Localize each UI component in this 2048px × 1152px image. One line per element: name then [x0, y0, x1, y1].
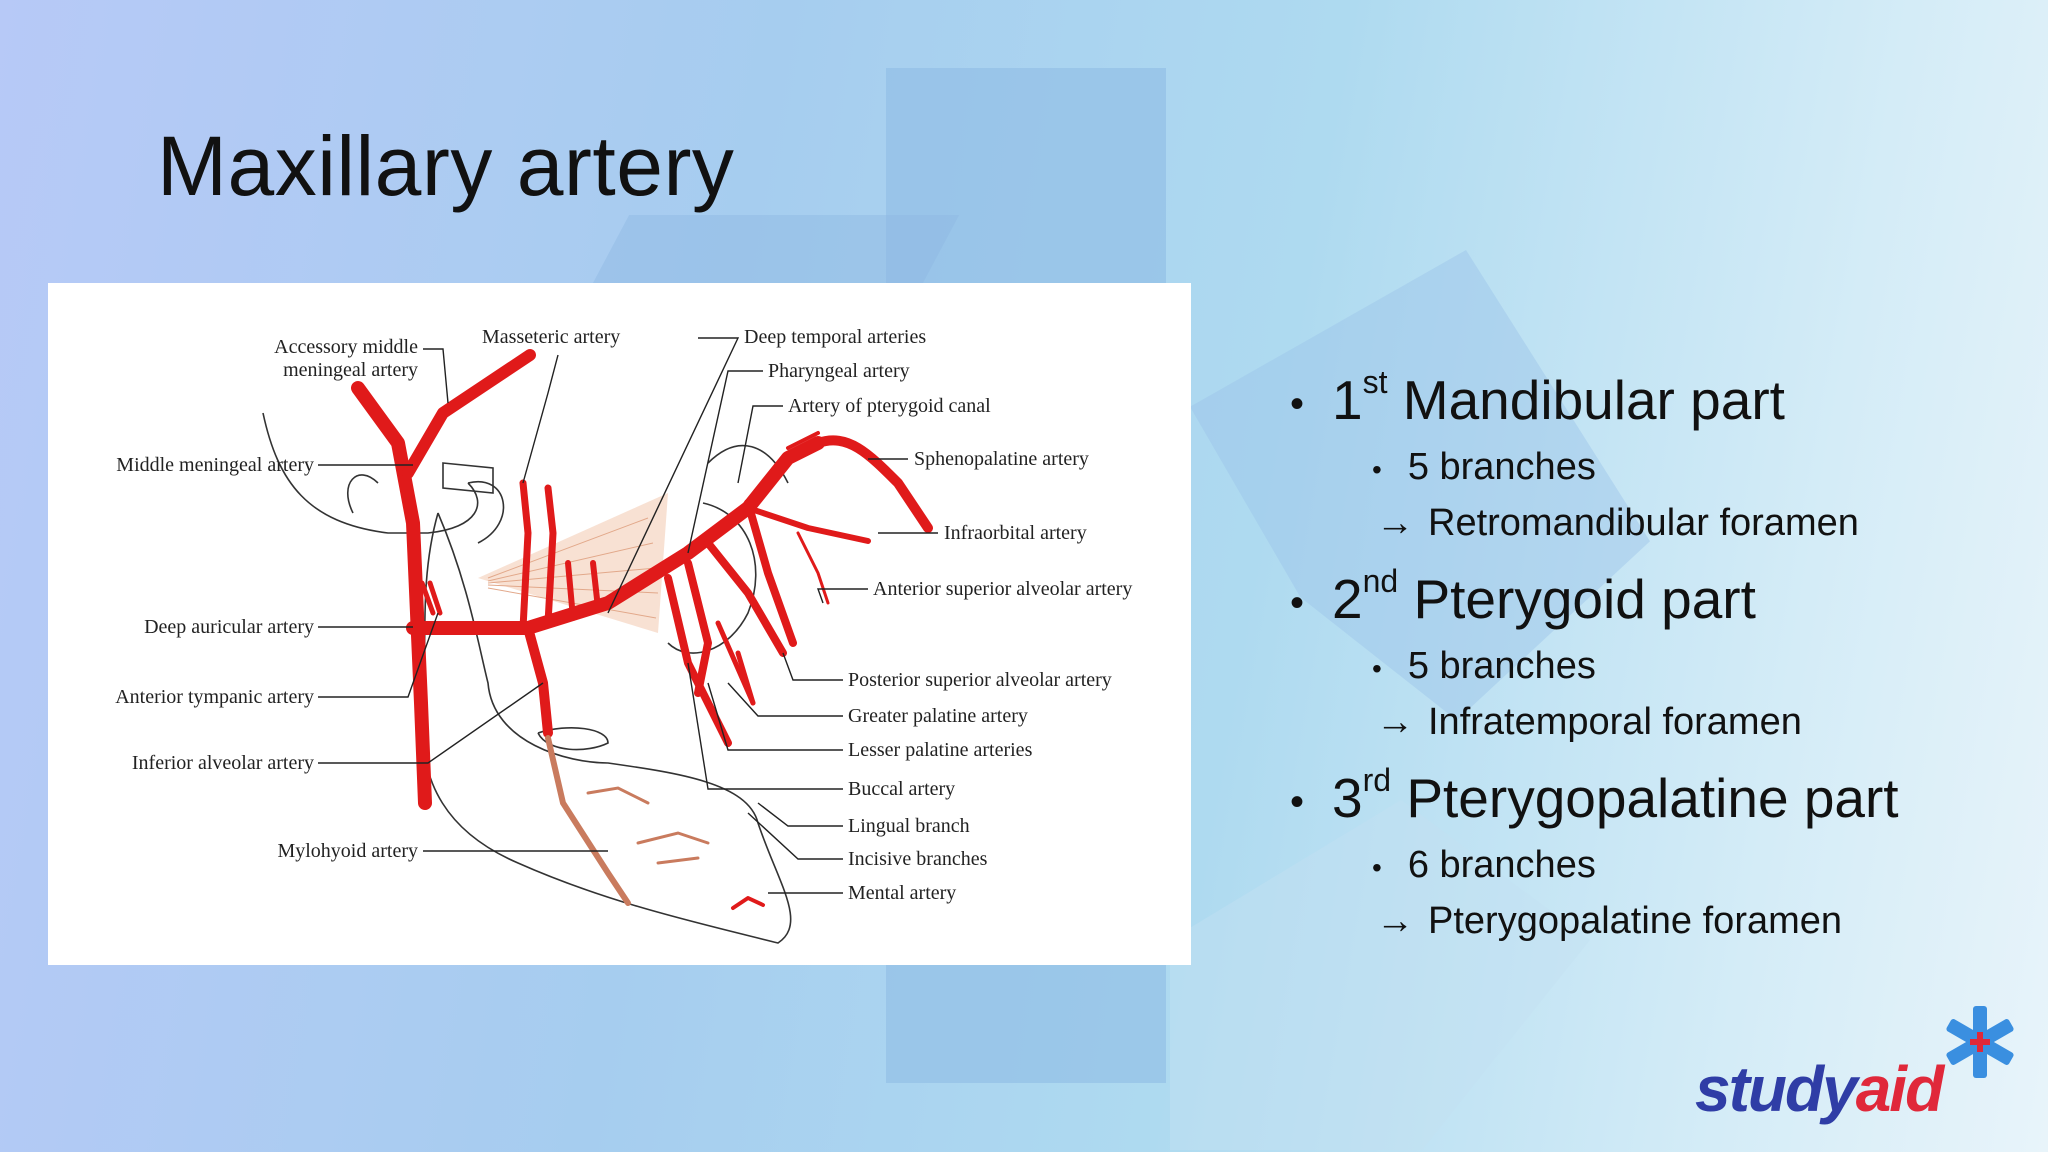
- part-ordinal-suffix: rd: [1362, 762, 1392, 798]
- arrow-right-icon: →: [1376, 900, 1414, 942]
- logo-text-aid: aid: [1855, 1053, 1944, 1125]
- part-name: Pterygoid part: [1413, 568, 1756, 630]
- logo-text-study: study: [1695, 1053, 1858, 1125]
- part-ordinal-suffix: st: [1362, 364, 1388, 400]
- bullet-icon: •: [1290, 779, 1305, 824]
- outline-part-1-foramen: → Retromandibular foramen: [1376, 502, 1859, 545]
- outline-part-1-branches: • 5 branches: [1372, 446, 1596, 489]
- part-number: 1: [1332, 369, 1363, 431]
- studyaid-logo: studyaid: [1695, 1002, 2035, 1148]
- label-anterior-superior-alveolar-artery: Anterior superior alveolar artery: [873, 578, 1132, 600]
- nerve-branches: [545, 735, 710, 906]
- label-pharyngeal-artery: Pharyngeal artery: [768, 360, 910, 382]
- part-number: 2: [1332, 568, 1363, 630]
- outline-part-1: • 1st Mandibular part: [1290, 364, 1785, 432]
- outline-part-3-foramen: → Pterygopalatine foramen: [1376, 900, 1842, 943]
- label-mental-artery: Mental artery: [848, 882, 956, 904]
- outline-part-3: • 3rd Pterygopalatine part: [1290, 762, 1899, 830]
- part-name: Mandibular part: [1402, 369, 1785, 431]
- label-buccal-artery: Buccal artery: [848, 778, 955, 800]
- label-lingual-branch: Lingual branch: [848, 815, 970, 837]
- star-of-life-icon: [1946, 1006, 2014, 1078]
- label-deep-temporal-arteries: Deep temporal arteries: [744, 326, 926, 348]
- logo-wordmark: studyaid: [1695, 1052, 1944, 1126]
- bullet-icon: •: [1372, 454, 1382, 485]
- foramen-text: Retromandibular foramen: [1428, 502, 1859, 544]
- label-lesser-palatine-arteries: Lesser palatine arteries: [848, 739, 1033, 761]
- label-accessory-middle-meningeal-2: meningeal artery: [283, 359, 418, 381]
- outline-part-2: • 2nd Pterygoid part: [1290, 563, 1756, 631]
- label-infraorbital-artery: Infraorbital artery: [944, 522, 1087, 544]
- branches-text: 6 branches: [1407, 844, 1596, 886]
- label-mylohyoid-artery: Mylohyoid artery: [277, 840, 418, 862]
- maxillary-artery-diagram: Accessory middle meningeal artery Masset…: [48, 283, 1191, 965]
- label-artery-of-pterygoid-canal: Artery of pterygoid canal: [788, 395, 991, 417]
- foramen-text: Pterygopalatine foramen: [1428, 900, 1843, 942]
- arrow-right-icon: →: [1376, 701, 1414, 743]
- bullet-icon: •: [1372, 852, 1382, 883]
- label-middle-meningeal-artery: Middle meningeal artery: [116, 454, 314, 476]
- slide-title: Maxillary artery: [157, 119, 735, 213]
- bullet-icon: •: [1290, 580, 1305, 625]
- outline-part-2-foramen: → Infratemporal foramen: [1376, 701, 1802, 744]
- branches-text: 5 branches: [1407, 645, 1596, 687]
- label-accessory-middle-meningeal: Accessory middle: [274, 336, 418, 358]
- bullet-icon: •: [1372, 653, 1382, 684]
- foramen-text: Infratemporal foramen: [1428, 701, 1802, 743]
- label-inferior-alveolar-artery: Inferior alveolar artery: [132, 752, 314, 774]
- label-deep-auricular-artery: Deep auricular artery: [144, 616, 314, 638]
- outline-part-2-branches: • 5 branches: [1372, 645, 1596, 688]
- label-anterior-tympanic-artery: Anterior tympanic artery: [115, 686, 314, 708]
- bullet-icon: •: [1290, 381, 1305, 426]
- label-masseteric-artery: Masseteric artery: [482, 326, 620, 348]
- arteries: [351, 349, 933, 910]
- part-number: 3: [1332, 767, 1363, 829]
- label-sphenopalatine-artery: Sphenopalatine artery: [914, 448, 1089, 470]
- part-name: Pterygopalatine part: [1406, 767, 1899, 829]
- branches-text: 5 branches: [1407, 446, 1596, 488]
- part-ordinal-suffix: nd: [1362, 563, 1399, 599]
- diagram-svg: Accessory middle meningeal artery Masset…: [115, 326, 1132, 944]
- arrow-right-icon: →: [1376, 502, 1414, 544]
- label-posterior-superior-alveolar-artery: Posterior superior alveolar artery: [848, 669, 1112, 691]
- label-incisive-branches: Incisive branches: [848, 848, 988, 870]
- leader-lines: [318, 337, 938, 894]
- outline-part-3-branches: • 6 branches: [1372, 844, 1596, 887]
- label-greater-palatine-artery: Greater palatine artery: [848, 705, 1028, 727]
